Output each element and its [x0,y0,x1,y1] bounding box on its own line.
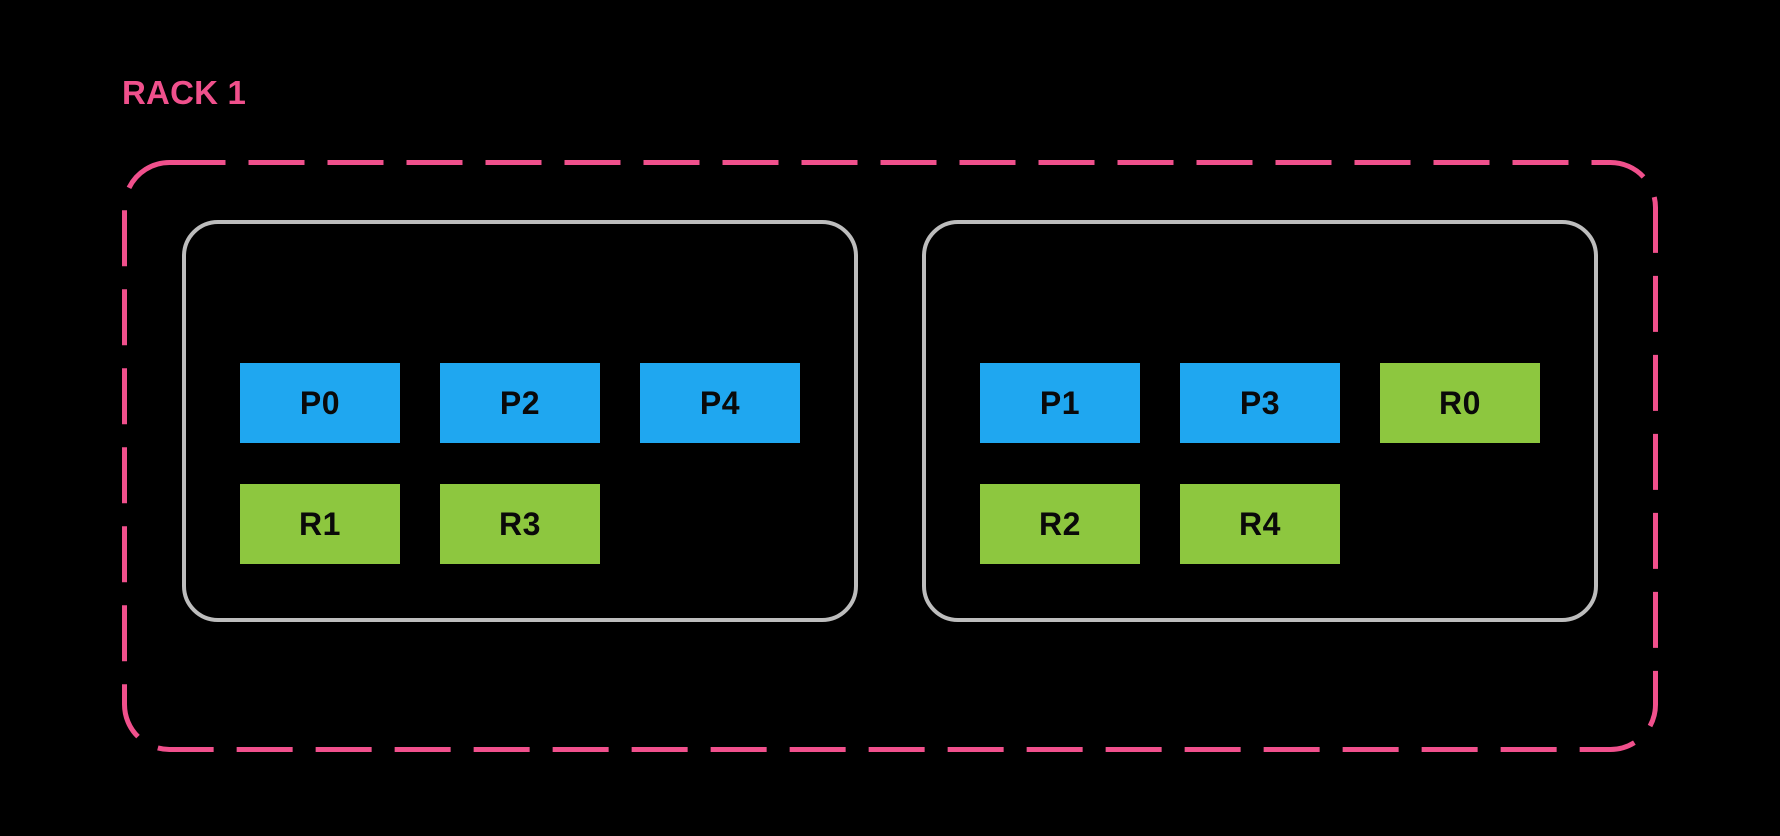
shard-label-r1: R1 [299,505,341,542]
shard-block-p0: P0 [240,363,400,443]
shard-label-r2: R2 [1039,505,1081,542]
rack-title: RACK 1 [122,74,247,111]
shard-block-p1: P1 [980,363,1140,443]
shard-block-p2: P2 [440,363,600,443]
shard-label-p1: P1 [1039,384,1081,421]
shard-label-r0: R0 [1439,384,1481,421]
rack-boundary [122,160,1658,752]
shard-label-p0: P0 [299,384,341,421]
node-1-row-1: P0 P2 P4 [240,363,854,443]
shard-block-p4: P4 [640,363,800,443]
node-box-2: P1 P3 R0 R2 R4 [922,220,1598,622]
shard-block-r0: R0 [1380,363,1540,443]
node-1-row-2: R1 R3 [240,484,854,564]
rack-boundary-rect [122,160,1658,752]
node-2-row-2: R2 R4 [980,484,1594,564]
shard-label-p3: P3 [1239,384,1281,421]
shard-label-r3: R3 [499,505,541,542]
node-box-1: P0 P2 P4 R1 R3 [182,220,858,622]
node-2-row-1: P1 P3 R0 [980,363,1594,443]
shard-block-r2: R2 [980,484,1140,564]
shard-block-r1: R1 [240,484,400,564]
shard-label-p2: P2 [499,384,541,421]
shard-label-p4: P4 [699,384,741,421]
shard-block-p3: P3 [1180,363,1340,443]
shard-label-r4: R4 [1239,505,1281,542]
shard-block-r3: R3 [440,484,600,564]
shard-block-r4: R4 [1180,484,1340,564]
